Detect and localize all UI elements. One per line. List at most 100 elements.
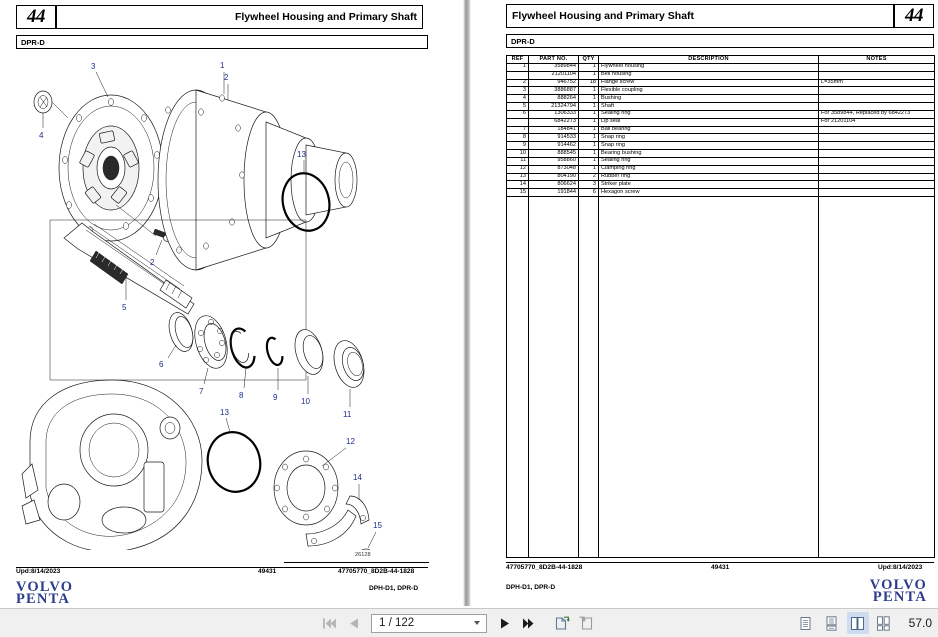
rotate-counter-clockwise-button[interactable]	[575, 612, 597, 634]
previous-page-icon	[349, 618, 358, 628]
cell-qty: 1	[578, 141, 599, 151]
cell-ref: 4	[506, 94, 529, 104]
right-footer-updated: Upd:8/14/2023	[878, 564, 923, 571]
cell-part-no: 914462	[528, 141, 579, 151]
cell-qty: 1	[578, 102, 599, 111]
table-filler-row	[506, 415, 935, 424]
document-viewport[interactable]: 44 Flywheel Housing and Primary Shaft DP…	[0, 0, 938, 608]
table-filler-row	[506, 353, 935, 361]
cell-description: Lip seal	[598, 117, 819, 127]
cell-ref: 7	[506, 125, 529, 135]
svg-text:15: 15	[373, 521, 382, 530]
table-filler-row	[506, 533, 935, 542]
svg-text:13: 13	[297, 150, 306, 159]
page-left[interactable]: 44 Flywheel Housing and Primary Shaft DP…	[0, 0, 462, 606]
left-page-header: 44 Flywheel Housing and Primary Shaft	[16, 5, 423, 29]
cell-notes	[818, 70, 935, 80]
cell-part-no: 806624	[528, 180, 579, 190]
table-filler-row	[506, 376, 935, 385]
table-filler-row	[506, 306, 935, 314]
previous-page-button[interactable]	[342, 612, 364, 634]
cell-description: Flywheel housing	[598, 63, 819, 72]
page-right[interactable]: Flywheel Housing and Primary Shaft 44 DP…	[495, 0, 938, 606]
left-model-bar: DPR-D	[16, 35, 428, 49]
cell-qty: 1	[578, 94, 599, 104]
first-page-icon	[322, 618, 336, 628]
rotate-cw-icon	[555, 616, 570, 630]
cell-description: Sealing ring	[598, 156, 819, 166]
first-page-button[interactable]	[318, 612, 340, 634]
cell-description: Striker plate	[598, 180, 819, 190]
view-single-page-button[interactable]	[795, 612, 817, 634]
table-filler-row	[506, 439, 935, 448]
part-13-rubber-ring-lower	[206, 431, 262, 493]
table-filler-row	[506, 298, 935, 307]
table-filler-row	[506, 431, 935, 440]
table-filler-row	[506, 220, 935, 228]
part-9-snap-ring	[265, 336, 284, 366]
two-page-continuous-icon	[877, 615, 890, 631]
col-header-qty: QTY	[578, 55, 599, 64]
cell-ref: 15	[506, 188, 529, 198]
col-header-description: DESCRIPTION	[598, 55, 819, 64]
cell-description: Bell housing	[598, 70, 819, 80]
table-filler-row	[506, 447, 935, 455]
left-footer-doc: 47705770_8D2B-44-1828	[338, 568, 415, 575]
svg-text:6: 6	[159, 360, 164, 369]
cell-description: Snap ring	[598, 141, 819, 151]
view-continuous-button[interactable]	[821, 612, 843, 634]
page-navigation-group: 1 / 122	[318, 612, 597, 634]
svg-text:9: 9	[273, 393, 278, 402]
cell-qty: 1	[578, 70, 599, 80]
part-7-ball-bearing	[194, 315, 228, 369]
table-filler-row	[506, 470, 935, 479]
cell-part-no: 888545	[528, 149, 579, 158]
page-number-input[interactable]: 1 / 122	[371, 613, 487, 633]
svg-text:10: 10	[301, 397, 310, 406]
table-filler-row	[506, 541, 935, 549]
svg-text:3: 3	[91, 62, 96, 71]
technical-drawing: 4	[16, 50, 436, 550]
page-number-value: 1 / 122	[379, 617, 415, 629]
left-footer-rule-short	[284, 562, 429, 563]
next-page-button[interactable]	[494, 612, 516, 634]
cell-part-no: 184841	[528, 125, 579, 135]
chevron-down-icon[interactable]	[474, 621, 480, 625]
part-8-snap-ring	[229, 327, 256, 369]
cell-description: Bushing	[598, 94, 819, 104]
svg-text:8: 8	[239, 391, 244, 400]
table-filler-row	[506, 392, 935, 401]
cell-notes: L=35mm	[818, 78, 935, 88]
col-header-notes: NOTES	[818, 55, 935, 64]
table-filler-row	[506, 321, 935, 330]
drawing-flywheel-assembly: 4	[21, 61, 382, 550]
zoom-level-value[interactable]: 57.0	[908, 616, 932, 630]
rotate-clockwise-button[interactable]	[551, 612, 573, 634]
flywheel-housing	[157, 89, 358, 271]
cell-notes	[818, 172, 935, 182]
cell-notes	[818, 94, 935, 104]
table-filler-row	[506, 267, 935, 275]
svg-text:1: 1	[220, 61, 225, 70]
table-filler-row	[506, 423, 935, 432]
logo-line-volvo-right: VOLVO	[869, 577, 927, 593]
part-10-bearing-bushing	[294, 329, 324, 375]
cell-part-no: 1306333	[528, 109, 579, 119]
table-filler-row	[506, 259, 935, 268]
cell-ref	[506, 117, 529, 127]
view-two-page-button[interactable]	[846, 612, 869, 634]
right-model-bar: DPR-D	[506, 34, 934, 48]
table-filler-row	[506, 227, 935, 236]
view-two-page-continuous-button[interactable]	[873, 612, 895, 634]
last-page-button[interactable]	[518, 612, 540, 634]
cell-qty: 1	[578, 63, 599, 72]
cell-description: Flexible coupling	[598, 86, 819, 96]
